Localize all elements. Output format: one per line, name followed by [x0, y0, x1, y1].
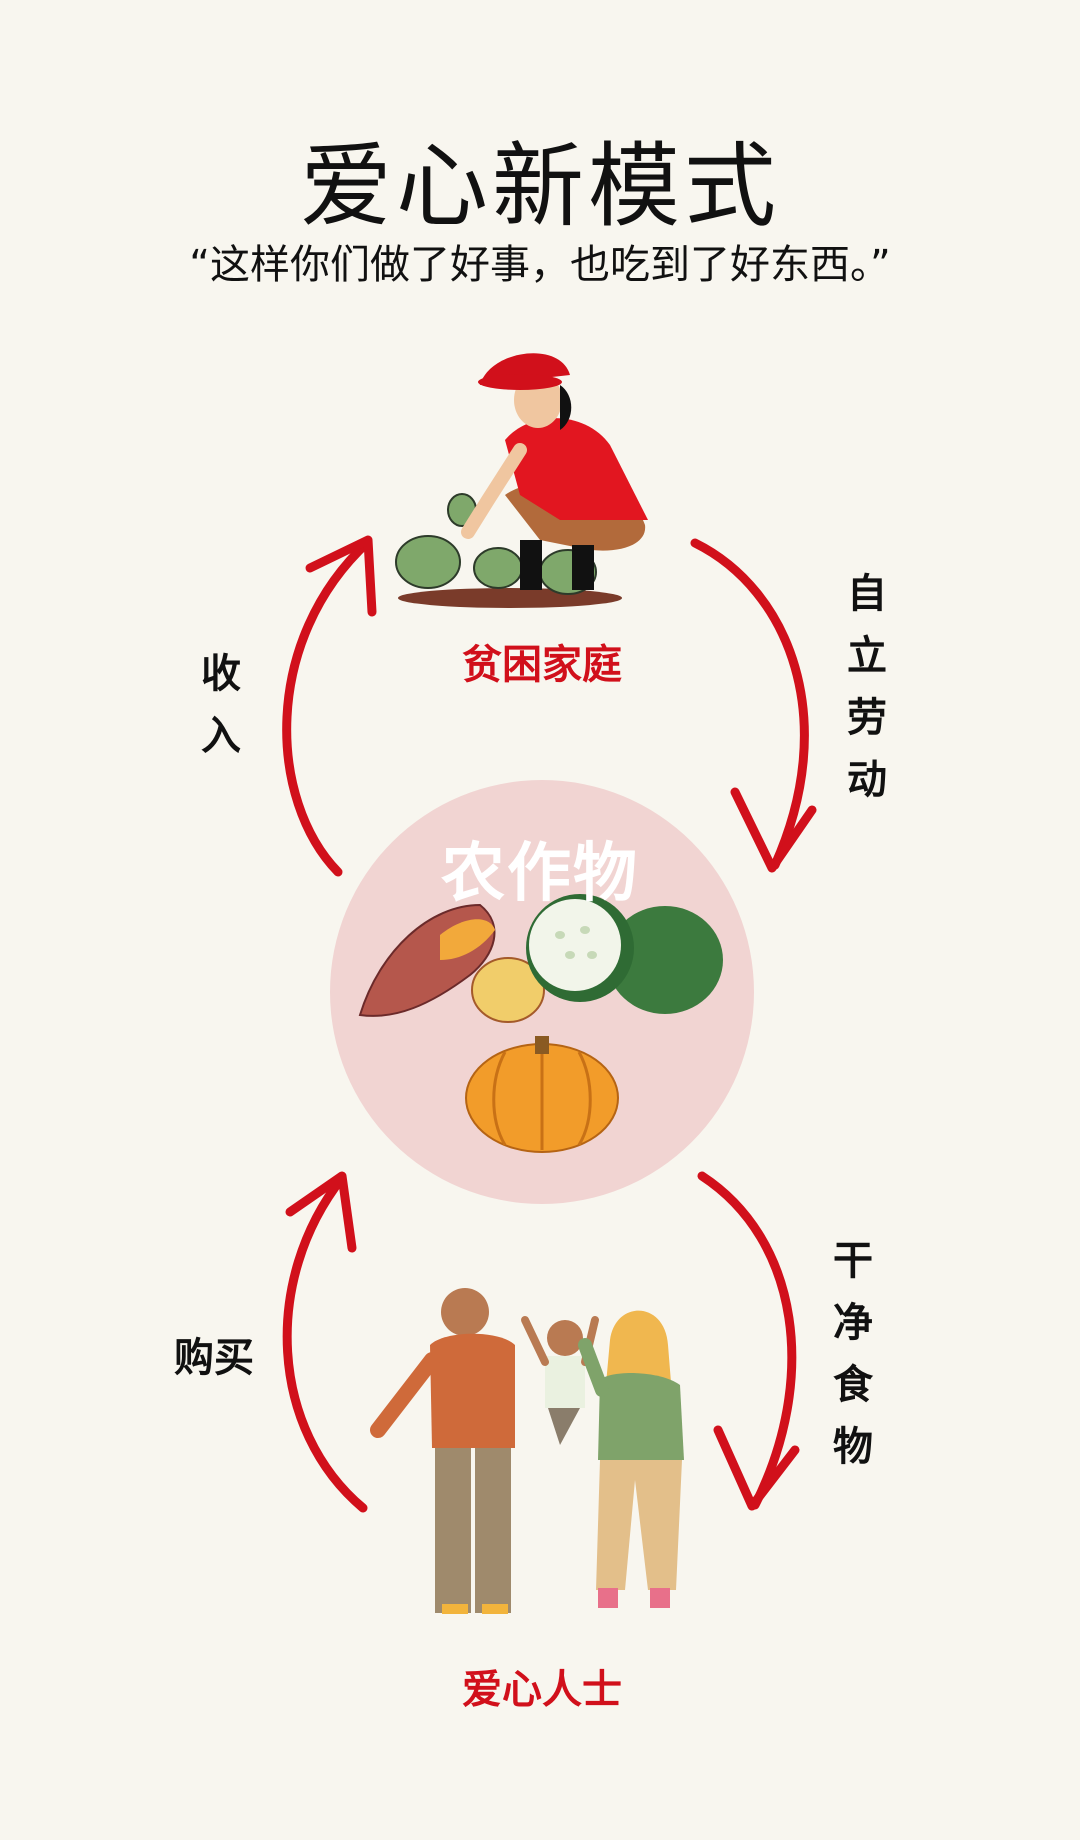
page-subtitle: “这样你们做了好事，也吃到了好东西。”: [189, 242, 891, 288]
flow-self-reliant-labor: 自立劳动: [847, 571, 887, 803]
node-crops: 农作物: [441, 837, 639, 911]
node-caring-people: 爱心人士: [462, 1667, 622, 1713]
flow-clean-food: 干净食物: [833, 1238, 873, 1470]
flow-income: 收入: [201, 651, 241, 759]
page-title: 爱心新模式: [299, 133, 780, 240]
flow-purchase: 购买: [174, 1335, 254, 1381]
node-poor-families: 贫困家庭: [462, 642, 622, 688]
